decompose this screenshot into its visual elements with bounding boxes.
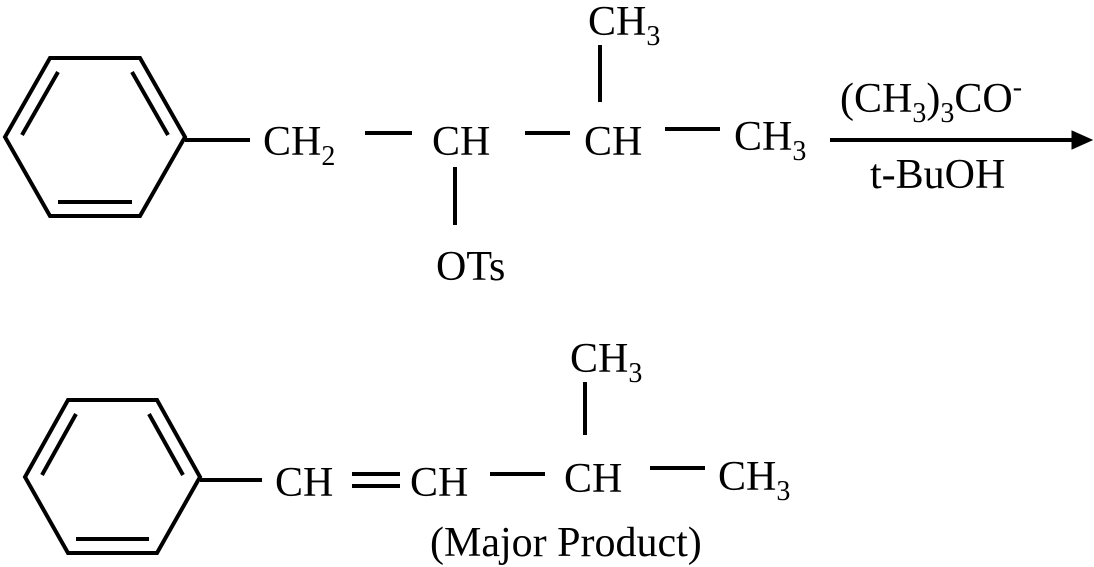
major-product-label: (Major Product) <box>430 520 702 566</box>
solvent-tbuoh: t-BuOH <box>870 152 1005 198</box>
alkene-ch-2: CH <box>410 460 468 506</box>
benzene-ring-reactant <box>2 56 188 218</box>
leaving-group-ots: OTs <box>436 244 505 290</box>
methyl-top-product: CH3 <box>570 336 642 389</box>
methyl-end: CH3 <box>734 114 806 167</box>
ch2-group: CH2 <box>263 119 335 172</box>
reagent-tert-butoxide: (CH3)3CO- <box>840 72 1022 129</box>
ch-otS-carbon: CH <box>432 119 490 165</box>
ch-branch-carbon-product: CH <box>564 456 622 502</box>
double-bond <box>352 472 400 488</box>
ch-branch-carbon: CH <box>584 119 642 165</box>
reaction-arrow <box>830 130 1094 150</box>
methyl-top: CH3 <box>588 0 660 52</box>
methyl-end-product: CH3 <box>718 454 790 507</box>
benzene-ring-product <box>22 398 203 555</box>
alkene-ch-1: CH <box>275 460 333 506</box>
